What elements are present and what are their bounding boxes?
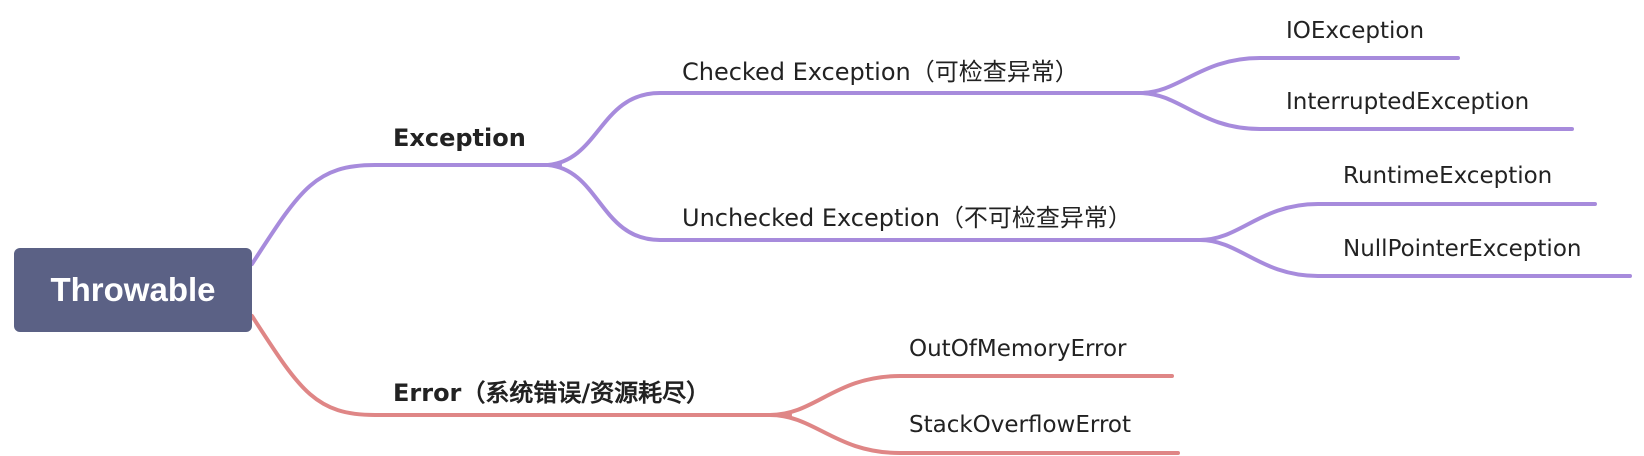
edge-exception-checked bbox=[546, 91, 1152, 167]
edge-checked-ioexception bbox=[1138, 56, 1460, 95]
root-node-throwable[interactable]: Throwable bbox=[14, 248, 252, 332]
node-outofmemoryerror[interactable]: OutOfMemoryError bbox=[909, 336, 1127, 362]
edge-checked-interrupted bbox=[1138, 91, 1574, 131]
node-stackoverflowerrot[interactable]: StackOverflowErrot bbox=[909, 412, 1131, 438]
node-nullpointerexception[interactable]: NullPointerException bbox=[1343, 236, 1582, 262]
node-ioexception[interactable]: IOException bbox=[1286, 18, 1425, 44]
node-interruptedexception[interactable]: InterruptedException bbox=[1286, 89, 1530, 115]
edge-error-stackoverflow bbox=[768, 413, 1180, 455]
edge-unchecked-nullpointer bbox=[1198, 238, 1632, 278]
edge-unchecked-runtime bbox=[1198, 202, 1597, 242]
node-exception[interactable]: Exception bbox=[393, 124, 526, 152]
node-runtimeexception[interactable]: RuntimeException bbox=[1343, 163, 1553, 189]
root-label: Throwable bbox=[50, 271, 216, 308]
edge-root-exception bbox=[250, 163, 562, 266]
node-error[interactable]: Error（系统错误/资源耗尽） bbox=[393, 379, 711, 407]
node-checked-exception[interactable]: Checked Exception（可检查异常） bbox=[682, 58, 1079, 86]
edge-exception-unchecked bbox=[546, 163, 1212, 242]
node-unchecked-exception[interactable]: Unchecked Exception（不可检查异常） bbox=[682, 204, 1132, 232]
edge-error-oom bbox=[768, 374, 1174, 417]
edge-root-error bbox=[250, 314, 792, 417]
